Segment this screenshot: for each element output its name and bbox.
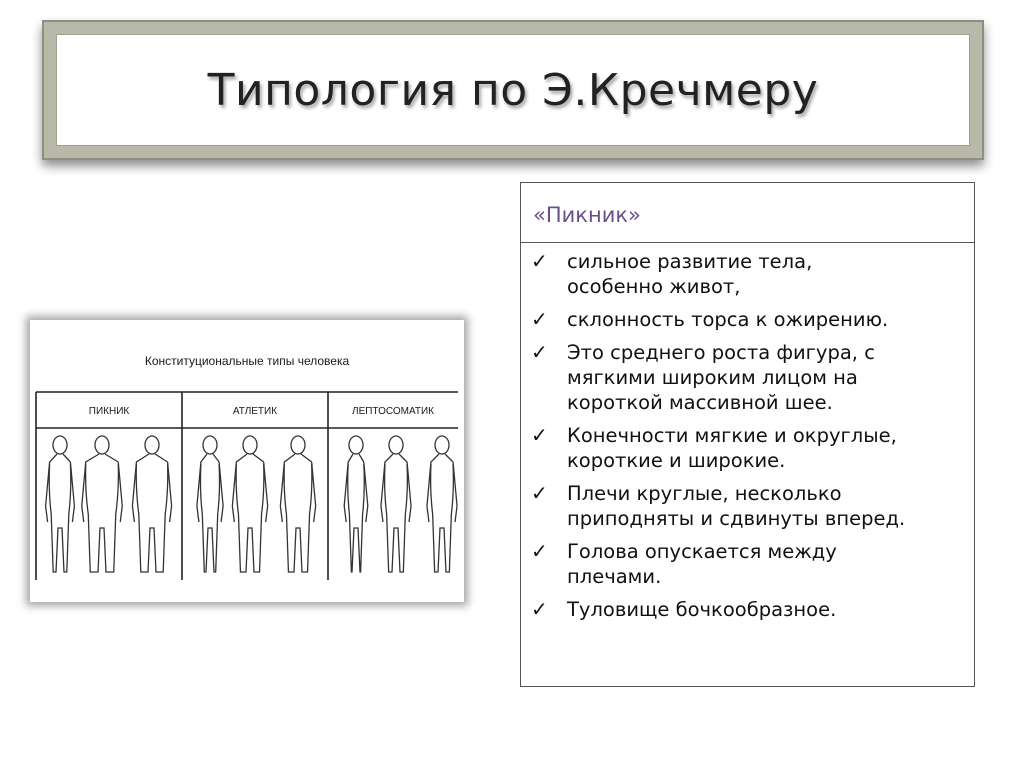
list-item: ✓ Плечи круглые, несколько приподняты и с…	[531, 481, 968, 531]
check-icon: ✓	[531, 307, 548, 331]
check-icon: ✓	[531, 597, 548, 621]
trait-text: Это среднего роста фигура, с мягкими шир…	[567, 341, 875, 414]
slide-title: Типология по Э.Кречмеру	[207, 64, 819, 116]
leptosomatic-side-figure	[343, 435, 369, 573]
title-frame: Типология по Э.Кречмеру	[42, 20, 984, 160]
check-icon: ✓	[531, 423, 548, 447]
pyknic-front-figure	[81, 435, 123, 573]
pyknic-description-box: «Пикник» ✓ сильное развитие тела, особенн…	[520, 182, 975, 687]
list-item: ✓ Это среднего роста фигура, с мягкими ши…	[531, 340, 968, 415]
athletic-front-figure	[231, 435, 269, 573]
list-item: ✓ склонность торса к ожирению.	[531, 307, 968, 332]
check-icon: ✓	[531, 249, 548, 273]
trait-text: Голова опускается между плечами.	[567, 540, 837, 588]
body-types-figure: Конституциональные типы человека ПИКНИК …	[30, 320, 464, 602]
column-label-pyknic: ПИКНИК	[88, 406, 130, 417]
figure-caption: Конституциональные типы человека	[144, 354, 350, 368]
trait-text: Плечи круглые, несколько приподняты и сд…	[567, 482, 906, 530]
pyknic-back-figure	[131, 435, 173, 573]
description-header: «Пикник»	[521, 183, 974, 243]
trait-text: склонность торса к ожирению.	[567, 308, 889, 331]
trait-list: ✓сильное развитие тела, особенно живот, …	[521, 243, 974, 622]
list-item: ✓ Конечности мягкие и округлые, короткие…	[531, 423, 968, 473]
list-item: ✓ Туловище бочкообразное.	[531, 597, 968, 622]
check-icon: ✓	[531, 539, 548, 563]
trait-text: Туловище бочкообразное.	[567, 598, 837, 621]
trait-text: Конечности мягкие и округлые, короткие и…	[567, 424, 897, 472]
column-label-athletic: АТЛЕТИК	[232, 406, 278, 417]
list-item: ✓ Голова опускается между плечами.	[531, 539, 968, 589]
trait-text: сильное развитие тела, особенно живот,	[567, 250, 813, 298]
athletic-back-figure	[279, 435, 317, 573]
description-heading: «Пикник»	[533, 203, 641, 227]
body-types-illustration	[35, 391, 458, 580]
title-inner-panel: Типология по Э.Кречмеру	[56, 34, 970, 146]
athletic-side-figure	[196, 435, 224, 573]
leptosomatic-back-figure	[426, 435, 458, 573]
list-item: ✓ сильное развитие тела, особенно живот,	[531, 249, 968, 299]
check-icon: ✓	[531, 481, 548, 505]
check-icon: ✓	[531, 340, 548, 364]
leptosomatic-front-figure	[380, 435, 412, 573]
column-label-leptosomatic: ЛЕПТОСОМАТИК	[352, 406, 434, 417]
pyknic-side-figure	[44, 435, 76, 573]
